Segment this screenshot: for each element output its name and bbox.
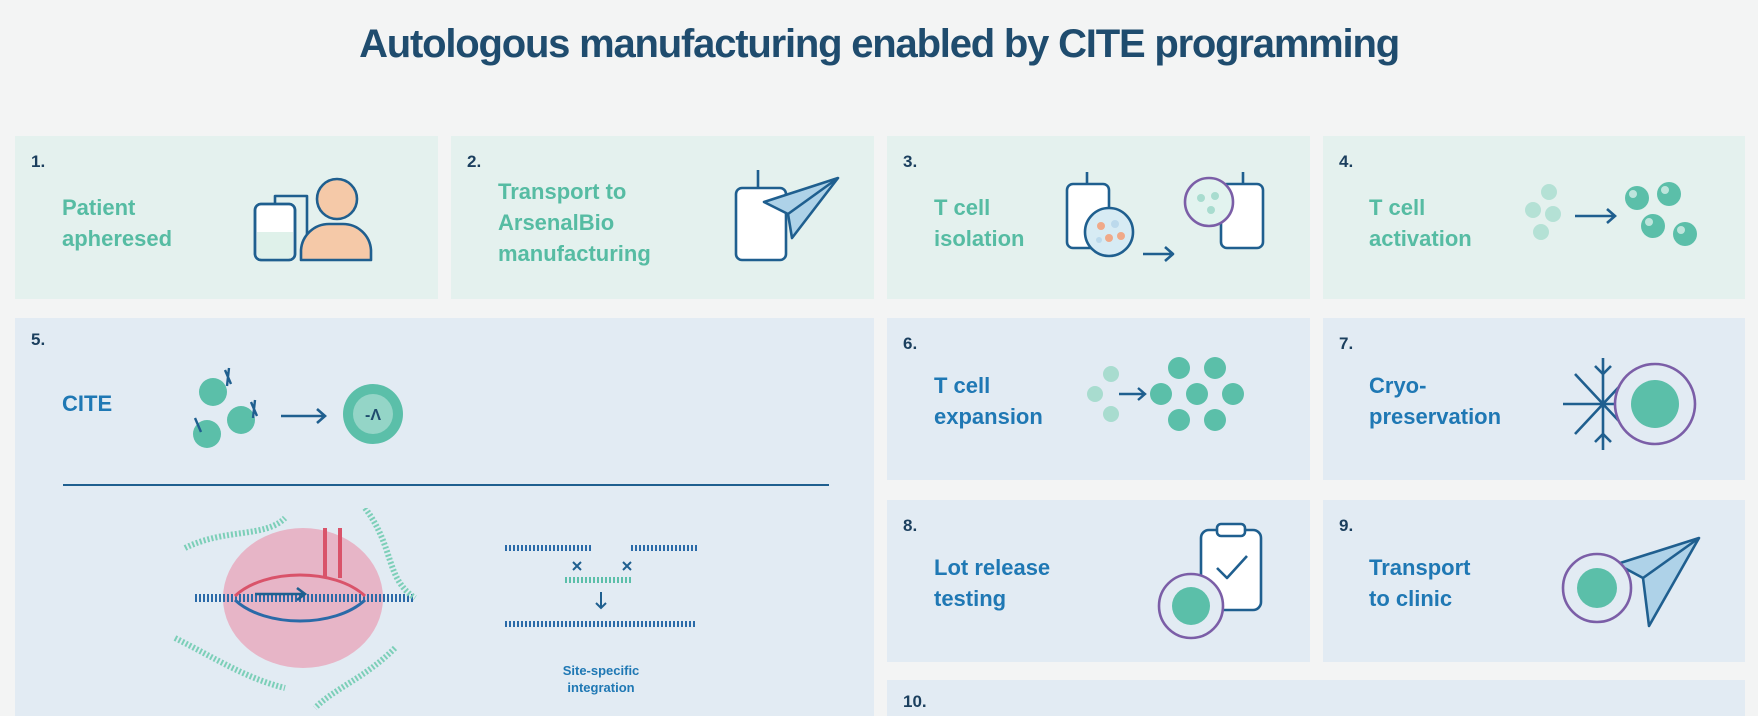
step-5-panel: 5. CITE -Λ [15, 318, 874, 716]
activation-icon [1525, 182, 1697, 246]
step-number: 7. [1339, 334, 1354, 353]
isolation-icon [1065, 172, 1265, 262]
clipboard-cell-icon [1157, 522, 1263, 640]
site-specific-integration-icon [505, 545, 697, 627]
step-number: 9. [1339, 516, 1354, 535]
cell-paper-plane-icon [1561, 536, 1701, 628]
step-number: 5. [31, 330, 46, 349]
page-title: Autologous manufacturing enabled by CITE… [359, 22, 1400, 66]
dna-editing-icon [173, 508, 417, 711]
divider [63, 484, 829, 486]
step-number: 10. [903, 692, 927, 711]
step-number: 2. [467, 152, 482, 171]
step-number: 8. [903, 516, 918, 535]
step-number: 1. [31, 152, 46, 171]
step-label: Cryo-preservation [1369, 373, 1502, 429]
cite-icon: -Λ [193, 367, 403, 448]
step-number: 4. [1339, 152, 1354, 171]
step-number: 3. [903, 152, 918, 171]
snowflake-cell-icon [1563, 358, 1697, 450]
step-number: 6. [903, 334, 918, 353]
step-7-panel: 7. Cryo-preservation [1323, 318, 1745, 480]
svg-text:-Λ: -Λ [365, 407, 381, 424]
expansion-icon [1087, 357, 1244, 431]
bag-paper-plane-icon [734, 170, 840, 262]
step-label: CITE [62, 391, 113, 416]
step-10-panel: 10. [887, 680, 1745, 716]
blood-bag-person-icon [253, 177, 373, 262]
